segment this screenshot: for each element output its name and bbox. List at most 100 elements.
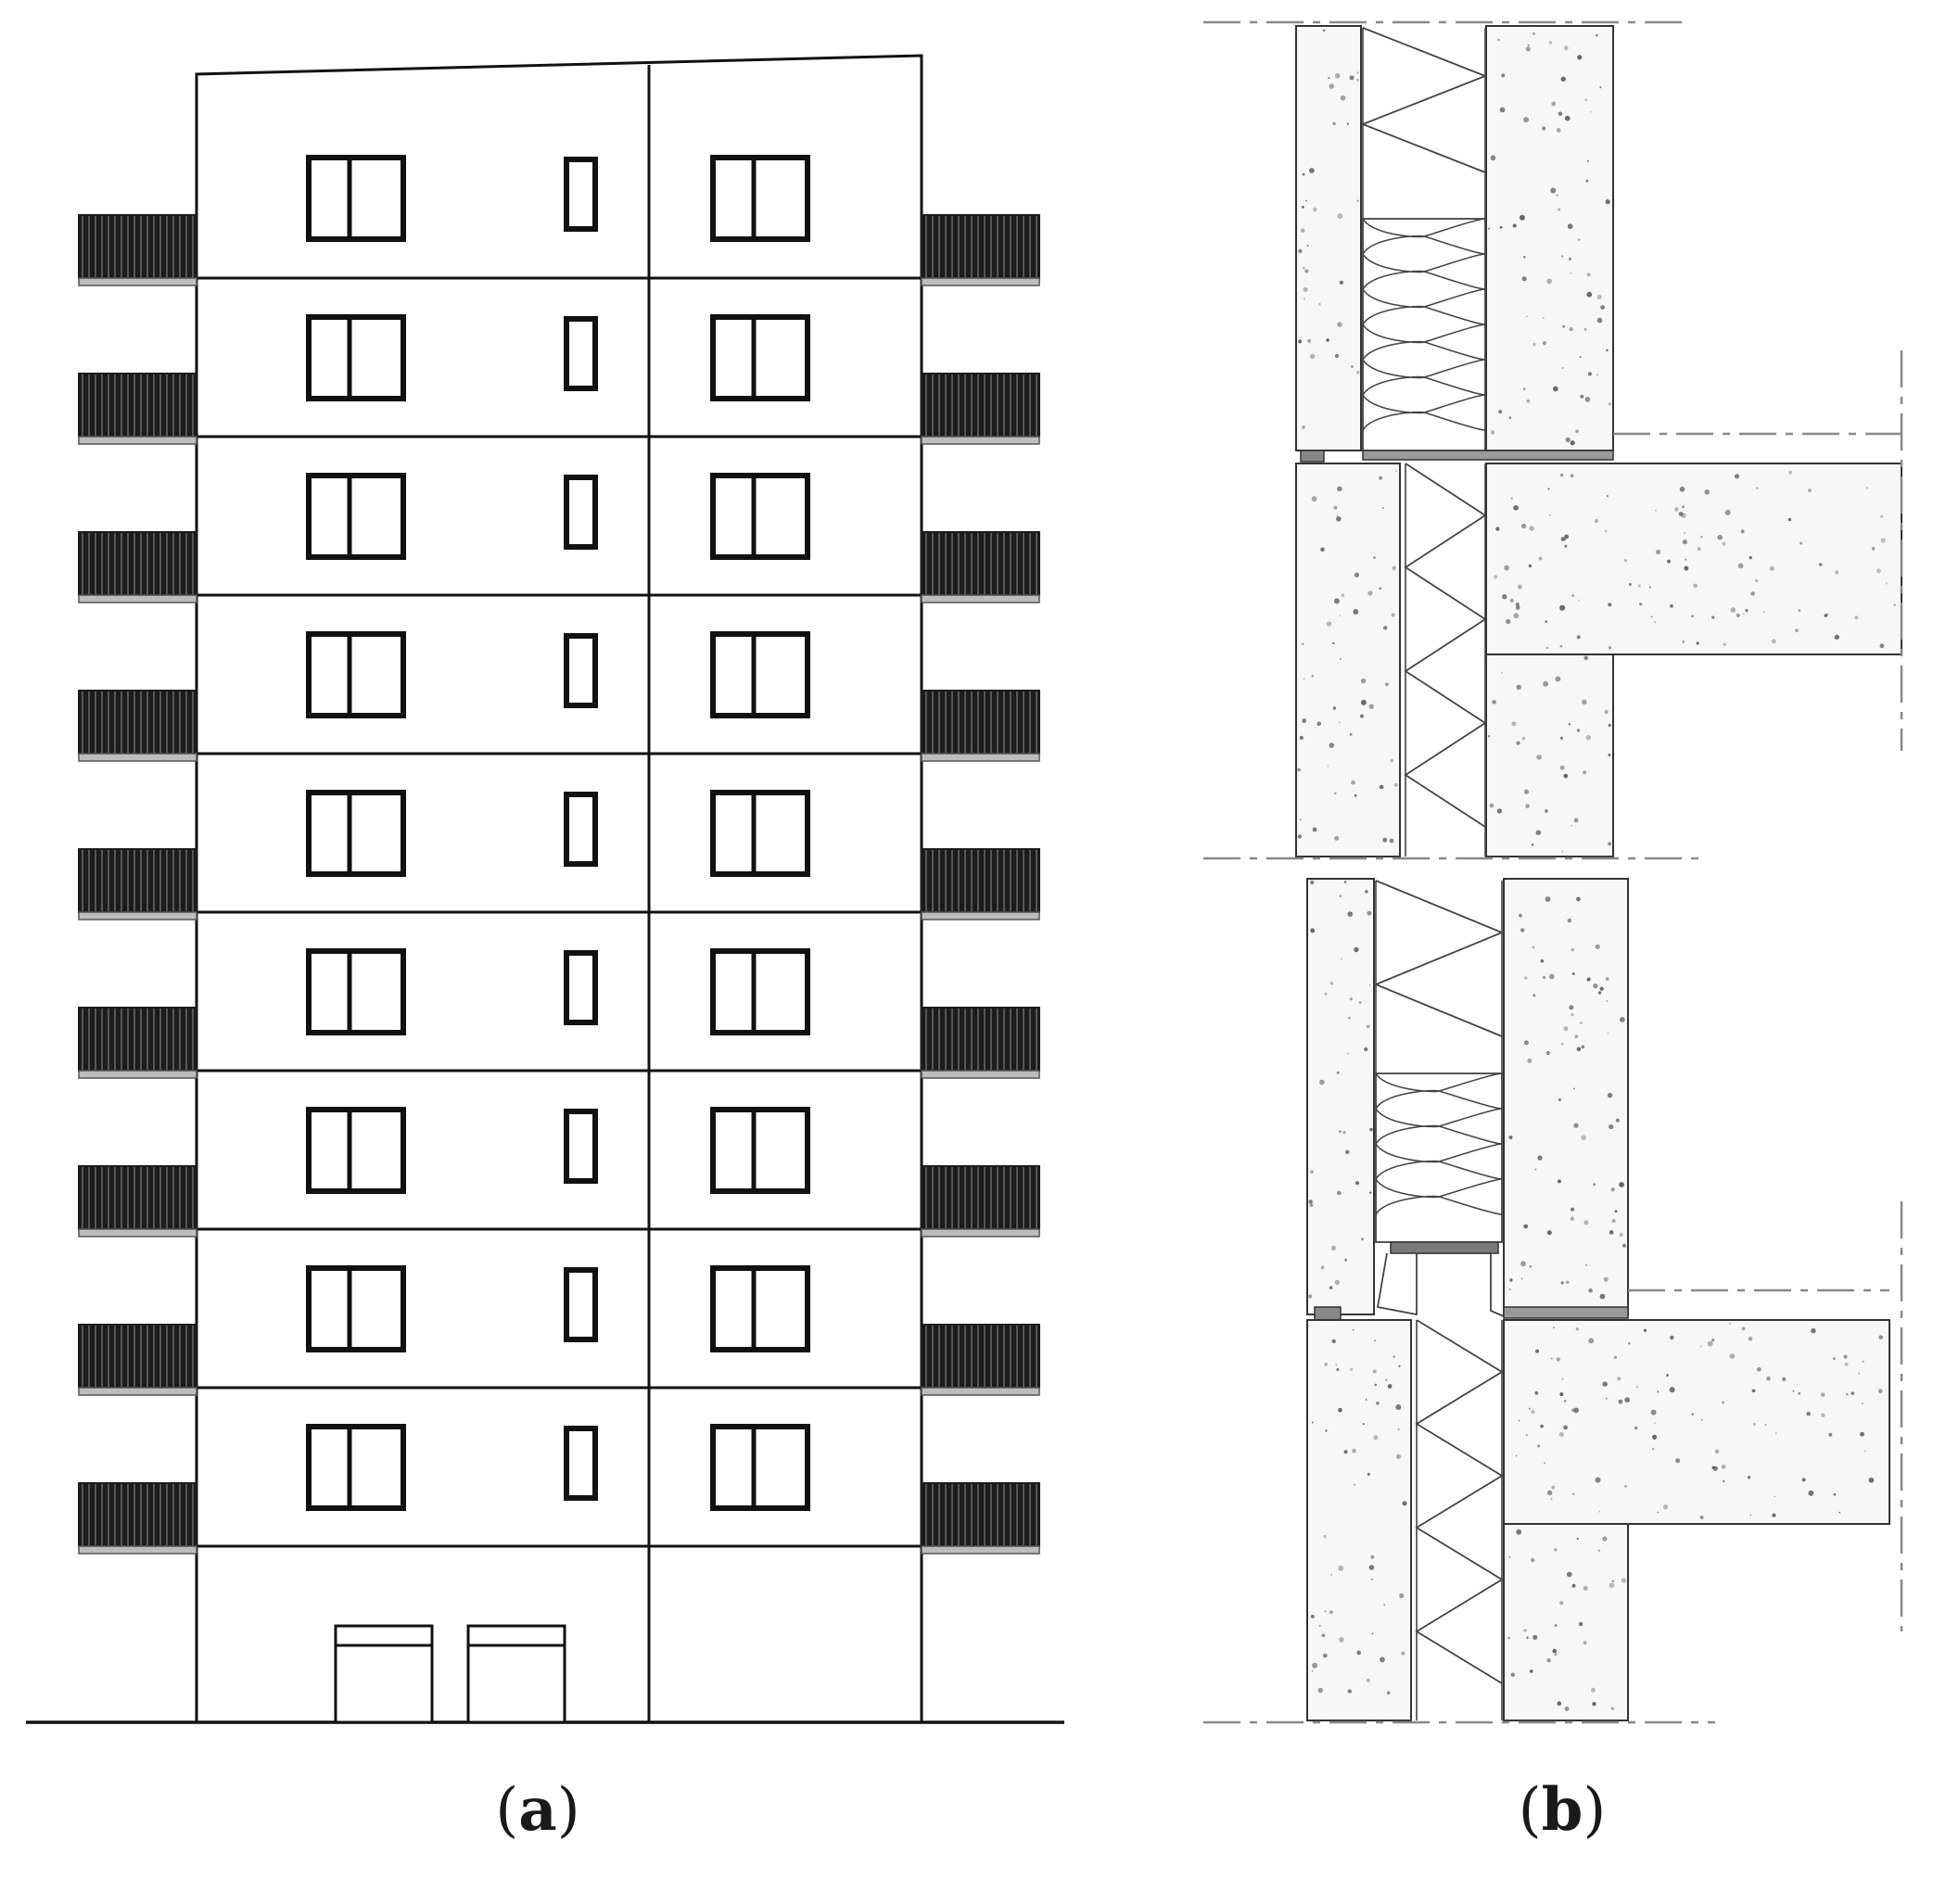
aggregate-speck (1586, 273, 1591, 277)
aggregate-speck (1878, 1335, 1883, 1339)
aggregate-speck (1602, 1536, 1608, 1542)
aggregate-speck (1774, 1432, 1777, 1434)
aggregate-speck (1330, 1574, 1332, 1576)
aggregate-speck (1330, 1245, 1336, 1250)
aggregate-speck (1592, 1702, 1596, 1707)
aggregate-speck (1297, 834, 1303, 839)
aggregate-speck (1532, 946, 1535, 949)
aggregate-speck (1302, 425, 1305, 429)
aggregate-speck (1574, 1035, 1579, 1039)
aggregate-speck (1742, 613, 1745, 615)
aggregate-speck (1489, 803, 1494, 808)
window (306, 631, 406, 718)
aggregate-speck (1654, 621, 1657, 624)
balcony-left (78, 690, 197, 755)
aggregate-speck (1880, 514, 1884, 518)
aggregate-speck (1531, 843, 1534, 846)
aggregate-speck (1714, 1449, 1720, 1453)
outer-leaf-upper-2 (1306, 878, 1375, 1315)
aggregate-speck (1312, 1662, 1318, 1669)
balcony-slab-right (921, 1228, 1040, 1238)
aggregate-speck (1310, 928, 1316, 933)
window (306, 790, 406, 877)
aggregate-speck (1550, 187, 1557, 194)
aggregate-speck (1575, 1327, 1579, 1331)
aggregate-speck (1386, 1691, 1391, 1695)
aggregate-speck (1351, 780, 1355, 785)
aggregate-speck (1584, 327, 1587, 331)
aggregate-speck (1811, 1327, 1816, 1334)
aggregate-speck (1570, 1216, 1575, 1221)
aggregate-speck (1568, 257, 1571, 260)
aggregate-speck (1352, 1329, 1355, 1331)
aggregate-speck (1764, 1424, 1767, 1426)
aggregate-speck (1334, 835, 1340, 841)
caption-a-letter: a (518, 1775, 557, 1845)
aggregate-speck (1320, 547, 1325, 552)
aggregate-speck (1684, 565, 1689, 571)
aggregate-speck (1311, 496, 1317, 502)
mineral-wool-upper (1362, 253, 1486, 290)
aggregate-speck (1304, 298, 1305, 300)
aggregate-speck (1513, 613, 1520, 619)
aggregate-speck (1367, 1472, 1370, 1476)
aggregate-speck (1722, 1479, 1725, 1483)
balcony-slab-left (78, 1228, 197, 1238)
aggregate-speck (1575, 429, 1579, 434)
aggregate-speck (1606, 198, 1609, 202)
mineral-wool-upper-2 (1375, 1073, 1503, 1110)
aggregate-speck (1570, 440, 1575, 446)
aggregate-speck (1498, 410, 1503, 414)
aggregate-speck (1570, 272, 1572, 274)
balcony-left (78, 214, 197, 279)
inner-leaf-upper (1485, 25, 1614, 451)
aggregate-speck (1700, 1418, 1703, 1421)
aggregate-speck (1508, 416, 1511, 419)
aggregate-speck (1683, 532, 1685, 535)
aggregate-speck (1766, 1376, 1771, 1381)
aggregate-speck (1310, 1170, 1314, 1174)
aggregate-speck (1877, 1389, 1883, 1394)
mineral-wool-upper (1362, 288, 1486, 325)
aggregate-speck (1564, 539, 1567, 541)
aggregate-speck (1365, 1399, 1367, 1401)
aggregate-speck (1520, 928, 1525, 933)
window (710, 473, 810, 560)
aggregate-speck (1643, 1328, 1647, 1332)
aggregate-speck (1615, 1118, 1620, 1123)
aggregate-speck (1506, 618, 1511, 625)
aggregate-speck (1798, 1391, 1801, 1395)
aggregate-speck (1747, 1476, 1751, 1479)
aggregate-speck (1546, 1490, 1553, 1496)
aggregate-speck (1608, 402, 1612, 406)
aggregate-speck (1604, 529, 1608, 533)
aggregate-speck (1595, 1477, 1601, 1483)
aggregate-speck (1368, 984, 1371, 986)
aggregate-speck (1385, 682, 1389, 687)
aggregate-speck (1576, 1537, 1579, 1540)
aggregate-speck (1806, 1411, 1811, 1416)
window (306, 1424, 406, 1511)
aggregate-speck (1740, 529, 1745, 534)
aggregate-speck (1749, 1514, 1752, 1516)
mineral-wool-upper (1362, 359, 1486, 396)
aggregate-speck (1828, 1432, 1833, 1437)
aggregate-speck (1495, 527, 1500, 531)
aggregate-speck (1510, 497, 1513, 500)
aggregate-speck (1560, 76, 1566, 83)
aggregate-speck (1298, 339, 1303, 344)
aggregate-speck (1571, 1583, 1576, 1588)
aggregate-speck (1573, 1407, 1579, 1414)
aggregate-speck (1546, 1658, 1551, 1663)
aggregate-speck (1563, 45, 1569, 51)
aggregate-speck (1512, 223, 1517, 228)
caption-a: (a) (495, 1775, 580, 1845)
aggregate-speck (1838, 1511, 1841, 1514)
aggregate-speck (1595, 944, 1600, 949)
aggregate-speck (1569, 1005, 1574, 1010)
aggregate-speck (1821, 1392, 1825, 1397)
aggregate-speck (1353, 609, 1359, 615)
aggregate-speck (1729, 1353, 1736, 1359)
aggregate-speck (1868, 1478, 1875, 1483)
aggregate-speck (1501, 73, 1506, 78)
